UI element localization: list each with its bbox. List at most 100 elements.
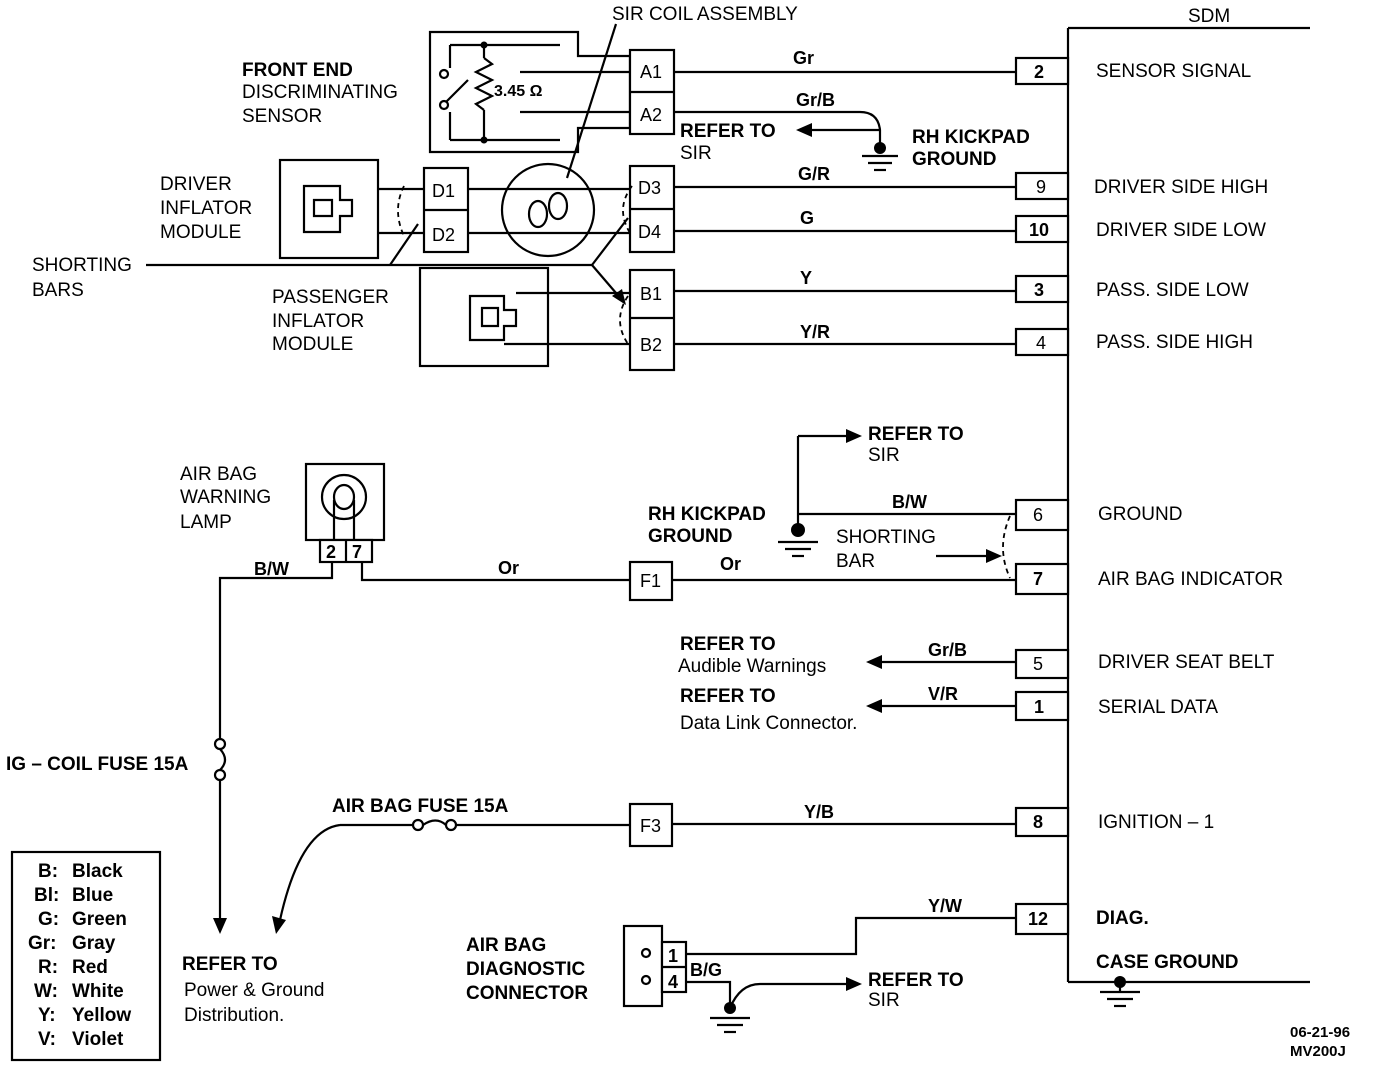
sdm-pin: 1 (1034, 697, 1044, 717)
shorting-bars-label: SHORTING (32, 255, 132, 276)
sdm-pin: 7 (1033, 569, 1043, 589)
lamp-label: WARNING (180, 487, 271, 508)
wire-label: Y (800, 268, 812, 288)
refer-dlc: Data Link Connector. (680, 713, 857, 734)
legend-code: R: (38, 957, 58, 978)
sdm-pin-names: SENSOR SIGNAL DRIVER SIDE HIGH DRIVER SI… (1094, 61, 1283, 973)
refer-to: REFER TO (680, 686, 776, 707)
legend-color: Gray (72, 933, 116, 954)
driver-inflator-module (278, 158, 424, 260)
legend-color: Yellow (72, 1005, 131, 1026)
case-ground-symbol (1100, 976, 1140, 1008)
sdm-pin: 4 (1036, 333, 1046, 353)
connector-b: B1 B2 (619, 268, 676, 372)
wire-label: V/R (928, 684, 958, 704)
refer-to: REFER TO (680, 121, 776, 142)
pin-d3: D3 (638, 178, 661, 198)
sdm-pin: 3 (1034, 280, 1044, 300)
refer-to: REFER TO (868, 424, 964, 445)
pin-f3: F3 (640, 816, 661, 836)
wire-label: G (800, 208, 814, 228)
sdm-pin: 9 (1036, 177, 1046, 197)
driver-label: MODULE (160, 222, 241, 243)
refer-power: Distribution. (184, 1005, 284, 1026)
front-end-label: SENSOR (242, 106, 322, 127)
sdm-pin: 6 (1033, 505, 1043, 525)
legend-color: Violet (72, 1029, 124, 1050)
diag-label: AIR BAG (466, 935, 546, 956)
wire-label: B/W (254, 559, 289, 579)
connector-d1d2: D1 D2 (422, 166, 470, 254)
pin-f1: F1 (640, 571, 661, 591)
refer-to: REFER TO (868, 970, 964, 991)
sir-coil-title: SIR COIL ASSEMBLY (612, 4, 798, 25)
sdm-pin-name: DRIVER SIDE LOW (1096, 220, 1266, 241)
legend-color: Green (72, 909, 127, 930)
front-end-label: FRONT END (242, 60, 353, 81)
pin-d2: D2 (432, 225, 455, 245)
refer-to: REFER TO (182, 954, 278, 975)
sdm-pin-name: PASS. SIDE HIGH (1096, 332, 1253, 353)
refer-audible: Audible Warnings (678, 656, 826, 677)
resistance-value: 3.45 Ω (494, 83, 543, 100)
diag-pin-4: 4 (668, 972, 678, 992)
passenger-inflator-module (418, 266, 630, 368)
shorting-bar-label: BAR (836, 551, 875, 572)
refer-sir: SIR (868, 990, 900, 1011)
sdm-pin-boxes (1014, 56, 1070, 936)
airbag-fuse-label: AIR BAG FUSE 15A (332, 796, 509, 817)
sdm-pin-name: SENSOR SIGNAL (1096, 61, 1251, 82)
rh-kickpad: RH KICKPAD (648, 504, 766, 525)
sdm-pin-name: DIAG. (1096, 908, 1149, 929)
diag-label: DIAGNOSTIC (466, 959, 586, 980)
lamp-label: LAMP (180, 512, 232, 533)
legend-color: Red (72, 957, 108, 978)
wire-label: Y/W (928, 896, 962, 916)
sdm-pin-name: AIR BAG INDICATOR (1098, 569, 1283, 590)
diag-ground (710, 977, 862, 1034)
connector-d3d4: D3 D4 (622, 164, 676, 254)
rh-kickpad-ground-top (796, 123, 898, 172)
diag-label: CONNECTOR (466, 983, 588, 1004)
sdm-pin-name: SERIAL DATA (1098, 697, 1218, 718)
sdm-pin-name: CASE GROUND (1096, 952, 1239, 973)
wire-label: B/G (690, 960, 722, 980)
sdm-pin-name: IGNITION – 1 (1098, 812, 1214, 833)
passenger-label: PASSENGER (272, 287, 389, 308)
wire-label: Gr/B (928, 640, 967, 660)
diagram-date: 06-21-96 (1290, 1024, 1350, 1041)
rh-kickpad-ground-mid (778, 429, 1016, 558)
front-end-label: DISCRIMINATING (242, 82, 398, 103)
legend-code: B: (38, 861, 58, 882)
sdm-pin: 8 (1033, 812, 1043, 832)
pin-b2: B2 (640, 335, 662, 355)
legend-code: Gr: (28, 933, 57, 954)
ig-coil-fuse-label: IG – COIL FUSE 15A (6, 754, 189, 775)
sdm-pin-name: DRIVER SIDE HIGH (1094, 177, 1268, 198)
lamp-label: AIR BAG (180, 464, 257, 485)
wire-label: Y/R (800, 322, 830, 342)
rh-kickpad: GROUND (912, 149, 996, 170)
rh-kickpad: RH KICKPAD (912, 127, 1030, 148)
color-legend: B: Black Bl: Blue G: Green Gr: Gray R: R… (10, 850, 162, 1062)
airbag-fuse (272, 818, 630, 934)
connector-f3: F3 (628, 802, 674, 848)
pin-b1: B1 (640, 284, 662, 304)
wire-label: Or (498, 558, 519, 578)
driver-label: DRIVER (160, 174, 232, 195)
sdm-title: SDM (1188, 6, 1230, 27)
diagram-code: MV200J (1290, 1043, 1346, 1060)
legend-code: V: (38, 1029, 56, 1050)
sdm-pin: 2 (1034, 62, 1044, 82)
diag-pin-1: 1 (668, 946, 678, 966)
sdm-pin: 12 (1028, 909, 1048, 929)
connector-a: A1 A2 (628, 48, 676, 136)
air-bag-warning-lamp: 2 7 (304, 462, 386, 564)
ig-coil-fuse (213, 737, 227, 934)
refer-sir: SIR (680, 143, 712, 164)
sdm-pin: 10 (1029, 220, 1049, 240)
wire-label: Or (720, 554, 741, 574)
refer-power: Power & Ground (184, 980, 324, 1001)
